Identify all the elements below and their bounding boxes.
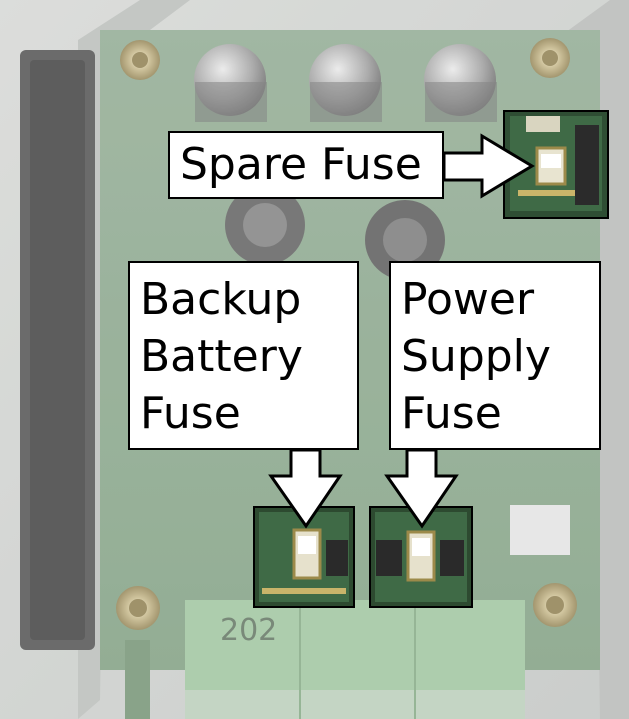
label-line: Fuse <box>140 388 241 439</box>
arrow-down-icon <box>268 448 343 529</box>
standoffs <box>116 38 577 630</box>
backup-battery-fuse-label: Backup Battery Fuse <box>128 261 359 450</box>
label-line: Fuse <box>401 388 502 439</box>
inductors <box>225 185 445 280</box>
label-line: Supply <box>401 331 551 382</box>
white-component <box>510 505 570 555</box>
spare-fuse-label: Spare Fuse <box>168 131 444 199</box>
board-marking: 202 <box>220 613 277 648</box>
backup-fuse-inset <box>253 506 355 608</box>
pcb-edge-strip <box>125 640 150 719</box>
label-line: Backup <box>140 274 302 325</box>
label-line: Spare Fuse <box>180 139 422 190</box>
arrow-right-icon <box>442 133 535 199</box>
right-bracket <box>555 0 629 719</box>
terminal-blocks: 202 <box>185 600 525 719</box>
power-supply-fuse-label: Power Supply Fuse <box>389 261 601 450</box>
arrow-down-icon <box>384 448 459 529</box>
capacitors <box>194 44 497 122</box>
label-line: Battery <box>140 331 303 382</box>
label-line: Power <box>401 274 535 325</box>
